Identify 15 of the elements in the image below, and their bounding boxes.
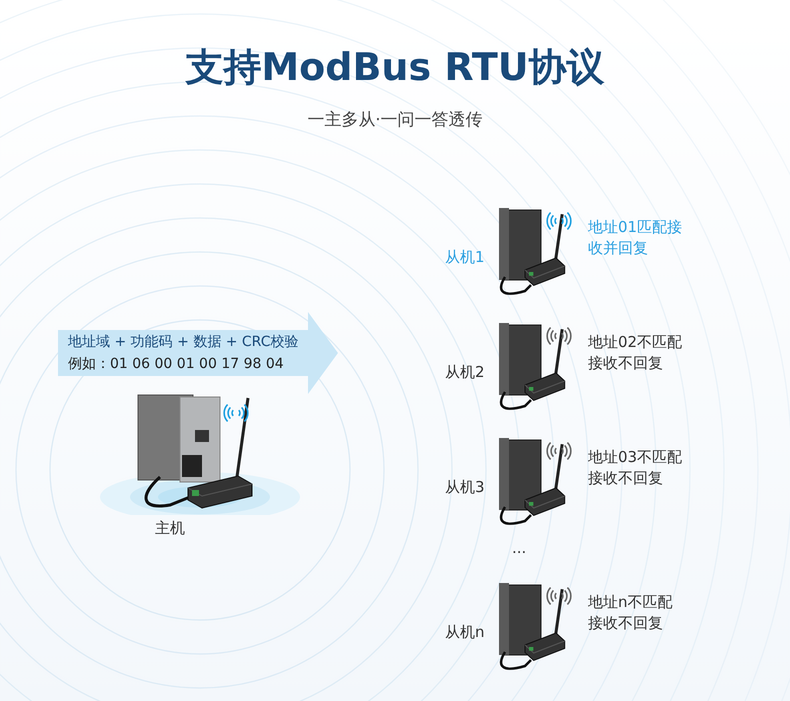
match-result-text: 地址03不匹配接收不回复	[588, 447, 684, 489]
match-result-text: 地址01匹配接收并回复	[588, 217, 684, 259]
slave-label: 从机2	[445, 362, 485, 383]
subtitle: 一主多从·一问一答透传	[306, 109, 484, 131]
master-label: 主机	[155, 518, 185, 539]
slave-label: 从机1	[445, 247, 485, 268]
title: 支持ModBus RTU协议	[184, 44, 606, 91]
arrow-banner	[58, 312, 338, 394]
match-result-text: 地址n不匹配接收不回复	[588, 592, 674, 634]
slave-label: 从机3	[445, 477, 485, 498]
frame-format-text: 地址域 + 功能码 + 数据 + CRC校验	[68, 333, 298, 352]
match-result-text: 地址02不匹配接收不回复	[588, 332, 684, 374]
example-text: 例如：01 06 00 01 00 17 98 04	[68, 355, 284, 374]
slave-label: 从机n	[445, 622, 485, 643]
ellipsis-text: ...	[512, 538, 526, 559]
